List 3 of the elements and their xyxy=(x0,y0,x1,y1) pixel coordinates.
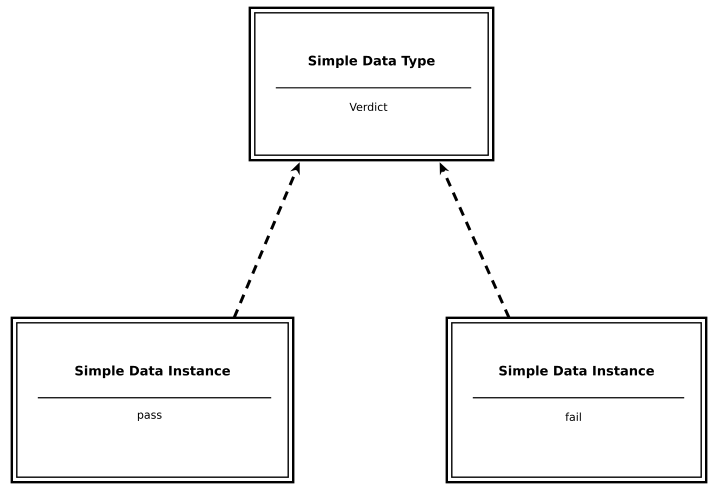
class-box: Simple Data Instance pass xyxy=(10,316,294,484)
class-box: Simple Data Instance fail xyxy=(446,316,708,484)
class-box: Simple Data Type Verdict xyxy=(248,6,494,162)
